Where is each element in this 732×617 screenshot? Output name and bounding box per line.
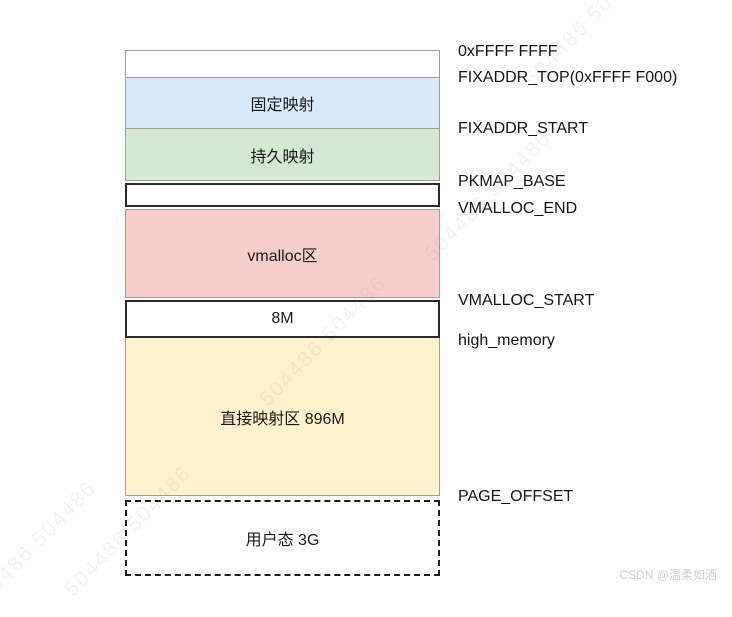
region-persistent-mapping-label: 持久映射 [250,148,315,166]
region-gap-8m-label: 8M [271,310,294,327]
region-persistent-mapping: 持久映射 [125,128,440,181]
address-label-vmalloc-start: VMALLOC_START [458,292,595,309]
diagonal-watermark: 504486 504486 [420,126,557,266]
region-pkmap-area [125,183,440,207]
address-label-pkmap-base: PKMAP_BASE [458,173,566,190]
region-vmalloc-area: vmalloc区 [125,209,440,298]
csdn-watermark: CSDN @温柔如酒 [619,568,717,582]
region-fixed-mapping-label: 固定映射 [250,97,315,114]
region-vmalloc-area-label: vmalloc区 [247,247,318,265]
region-direct-mapping-label: 直接映射区 896M [220,410,345,428]
diagonal-watermark: 504486 504486 [0,476,102,616]
region-user-space: 用户态 3G [125,500,440,576]
address-label-page-offset: PAGE_OFFSET [458,488,574,505]
region-user-space-label: 用户态 3G [245,532,320,549]
region-fixed-mapping: 固定映射 [125,77,440,129]
region-direct-mapping: 直接映射区 896M [125,337,440,496]
address-label-fixaddr-start: FIXADDR_START [458,120,589,137]
region-gap-8m: 8M [125,300,440,338]
address-label-vmalloc-end: VMALLOC_END [458,200,578,217]
region-reserved-top [125,50,440,78]
address-label-high-memory: high_memory [458,332,555,349]
address-label-fixaddr-top: FIXADDR_TOP(0xFFFF F000) [458,69,678,86]
address-label-0xffff-ffff: 0xFFFF FFFF [458,43,558,60]
